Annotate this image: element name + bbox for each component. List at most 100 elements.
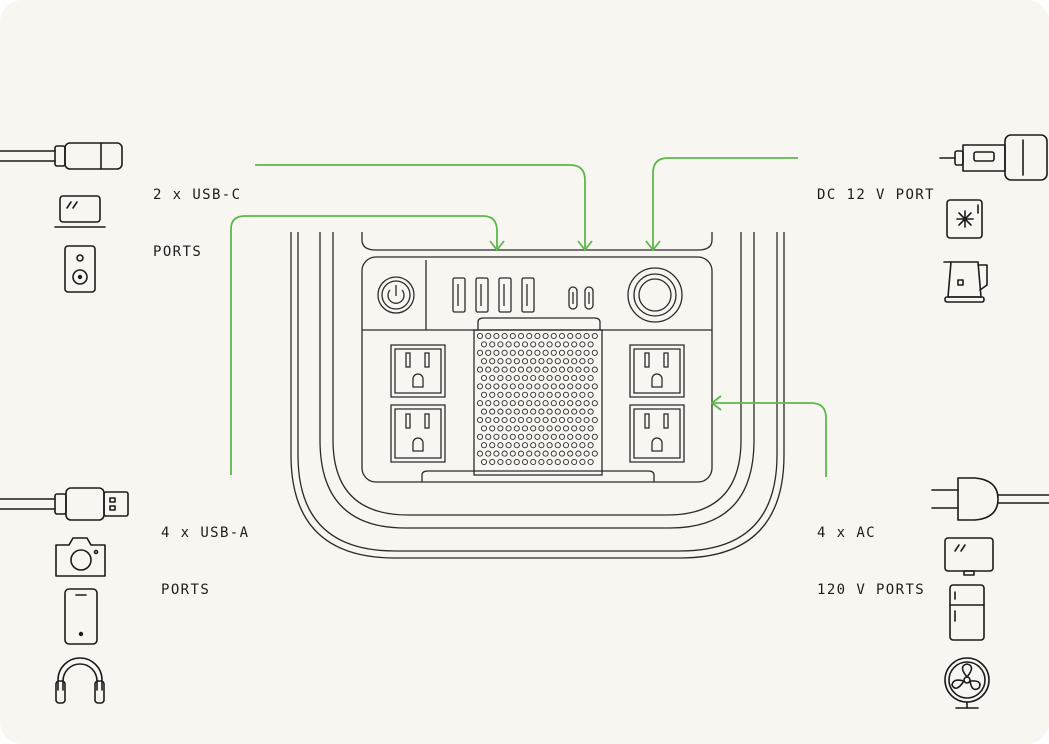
grille-dot [583, 349, 590, 356]
grille-dot [505, 358, 512, 365]
grille-dot [509, 433, 516, 440]
grille-dot [534, 332, 541, 340]
kettle-icon [943, 261, 988, 303]
grille-dot [526, 400, 533, 407]
refrigerator-icon [949, 584, 985, 641]
grille-dot [538, 458, 545, 466]
grille-dot [550, 366, 557, 373]
laptop-icon [54, 195, 106, 228]
grille-dot [517, 450, 525, 457]
grille-dot [562, 458, 570, 466]
grille-dot [562, 358, 570, 365]
grille-dot [501, 450, 508, 457]
grille-dot [534, 416, 541, 424]
grille-dot [583, 366, 590, 373]
grille-dot [567, 366, 574, 373]
label-usb-c-ports: 2 x USB-C PORTS [153, 148, 241, 281]
grille-dot [480, 358, 488, 365]
grille-dot [550, 349, 557, 356]
grille-dot [509, 400, 516, 407]
grille-dot [526, 416, 533, 424]
grille-dot [587, 374, 594, 382]
grille-dot [591, 400, 598, 407]
grille-dot [501, 366, 508, 373]
grille-dot [497, 408, 504, 415]
grille-dot [521, 458, 529, 466]
grille-dot [501, 349, 508, 356]
grille-dot [587, 391, 594, 398]
grille-dot [538, 374, 545, 382]
grille-dot [567, 349, 574, 356]
grille-dot [534, 366, 541, 373]
grille-dot [517, 416, 525, 424]
grille-dot [497, 458, 504, 466]
grille-dot [493, 332, 500, 340]
grille-dot [583, 383, 590, 390]
grille-dot [591, 366, 598, 373]
grille-dot [493, 349, 500, 356]
car-charger-icon [939, 134, 1048, 181]
grille-dot [562, 408, 570, 415]
grille-dot [567, 332, 574, 340]
grille-dot [558, 366, 566, 373]
grille-dot [546, 374, 553, 382]
grille-dot [517, 366, 525, 373]
grille-dot [534, 433, 541, 440]
grille-dot [497, 442, 504, 449]
grille-dot [567, 383, 574, 390]
grille-dot [542, 332, 549, 340]
grille-dot [485, 349, 492, 356]
grille-dot [579, 341, 586, 348]
grille-dot [558, 433, 566, 440]
grille-dot [558, 349, 566, 356]
grille-dot [517, 383, 525, 390]
grille-dot [542, 450, 549, 457]
grille-dot [542, 433, 549, 440]
grille-dot [489, 391, 496, 398]
grille-dot [513, 425, 520, 432]
grille-dot [476, 400, 484, 407]
grille-dot [583, 332, 590, 340]
grille-dot [497, 358, 504, 365]
grille-dot [513, 391, 520, 398]
connector-ac [710, 395, 827, 477]
grille-dot [505, 425, 512, 432]
grille-dot [521, 408, 529, 415]
grille-dot [554, 442, 561, 449]
grille-dot [579, 391, 586, 398]
grille-dot [587, 358, 594, 365]
label-ac-line1: 4 x AC [817, 525, 876, 541]
grille-dot [509, 383, 516, 390]
label-usb-c-line2: PORTS [153, 244, 203, 260]
grille-dot [476, 383, 484, 390]
grille-dot [517, 433, 525, 440]
grille-dot [567, 433, 574, 440]
ac-plug-icon [931, 477, 1049, 521]
grille-dot [583, 416, 590, 424]
grille-dot [583, 450, 590, 457]
grille-dot [542, 366, 549, 373]
grille-dot [554, 374, 561, 382]
grille-dot [485, 450, 492, 457]
grille-dot [538, 408, 545, 415]
grille-dot [542, 400, 549, 407]
grille-dot [571, 341, 578, 348]
connector-usb-c [255, 164, 593, 252]
grille-dot [493, 400, 500, 407]
grille-dot [575, 383, 582, 390]
grille-dot [579, 458, 586, 466]
grille-dot [489, 358, 496, 365]
grille-dot [546, 391, 553, 398]
connector-dc [645, 157, 798, 252]
grille-dot [538, 425, 545, 432]
grille-dot [505, 341, 512, 348]
grille-dot [562, 341, 570, 348]
fan-icon [944, 657, 990, 709]
label-dc-port: DC 12 V PORT [817, 148, 935, 224]
grille-dot [550, 450, 557, 457]
grille-dot [526, 433, 533, 440]
grille-dot [562, 425, 570, 432]
grille-dot [476, 450, 484, 457]
grille-dot [575, 349, 582, 356]
grille-dot [567, 450, 574, 457]
